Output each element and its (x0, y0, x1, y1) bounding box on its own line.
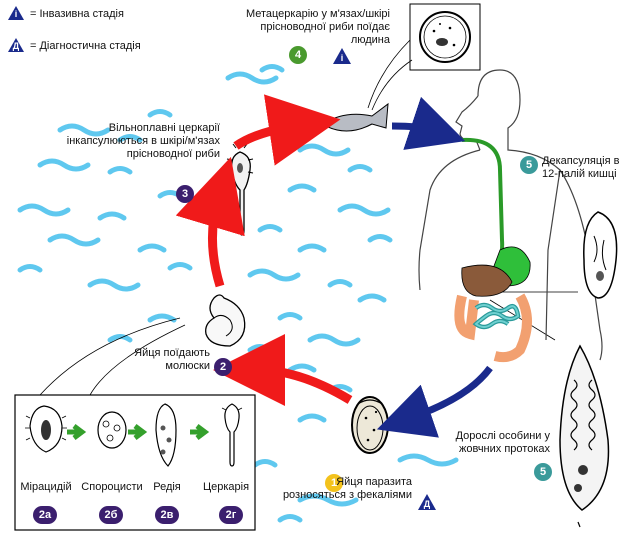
step-5a-label: Декапсуляція в 12-палій кишці (542, 155, 620, 180)
step-5a-badge: 5 (520, 156, 538, 174)
invasive-stage-icon: i (8, 6, 24, 20)
egg (351, 396, 389, 454)
step-1-badge: 1 (325, 474, 343, 492)
human-figure (418, 69, 603, 361)
metacercaria-inset (409, 3, 481, 71)
substage-2c-label: Редія (153, 481, 181, 493)
adult-fluke (559, 344, 610, 528)
cycle-arrows-navy (376, 96, 493, 438)
step-5b-badge: 5 (534, 463, 552, 481)
legend-invasive-label: = Інвазивна стадія (30, 8, 124, 20)
fish (321, 102, 389, 132)
substage-2a-label: Мірацидій (20, 481, 72, 493)
snail (205, 294, 246, 347)
substage-2c-badge: 2в (155, 506, 179, 524)
step-1-diagnostic-icon: Д (418, 494, 436, 510)
sub-stage-panel (14, 394, 256, 531)
diagnostic-stage-icon: Д (8, 38, 24, 52)
step-4-invasive-icon: i (333, 48, 351, 64)
substage-2d-label: Церкарія (202, 481, 250, 493)
step-5b-label: Дорослі особини у жовчних протоках (455, 430, 550, 455)
substage-2d-badge: 2г (219, 506, 243, 524)
substage-2b-label: Спороцисти (81, 481, 143, 493)
legend-diagnostic-label: = Діагностична стадія (30, 40, 141, 52)
step-1-label: Яйця паразита розносяться з фекаліями (282, 476, 412, 501)
step-3-label: Вільноплавні церкарії інкапсулюються в ш… (66, 122, 220, 160)
substage-2a-badge: 2а (33, 506, 57, 524)
step-4-label: Метацеркарію у м'язах/шкірі прісноводної… (245, 8, 390, 46)
decapsulated-larva (583, 211, 618, 299)
digestive-tract (454, 137, 532, 363)
cercaria-main (226, 143, 254, 236)
step-4-badge: 4 (289, 46, 307, 64)
step-2-label: Яйця поїдають молюски (134, 347, 210, 372)
substage-2b-badge: 2б (99, 506, 123, 524)
step-3-badge: 3 (176, 185, 194, 203)
cycle-arrows-red (175, 94, 353, 407)
step-2-badge: 2 (214, 358, 232, 376)
